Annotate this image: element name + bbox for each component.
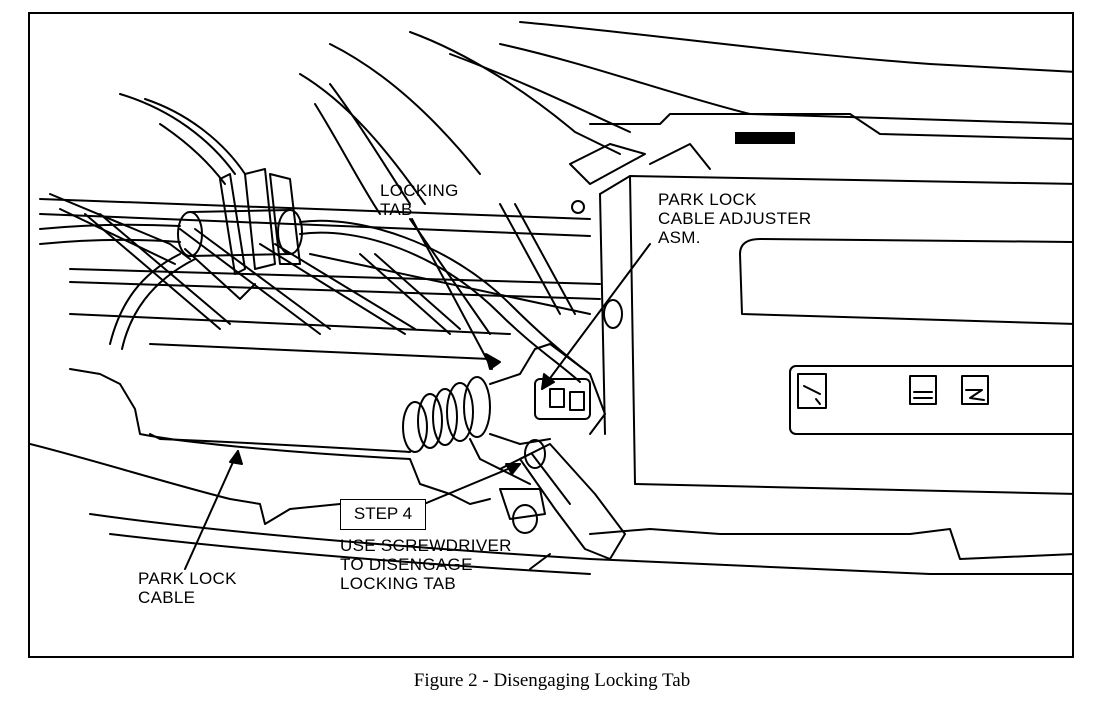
cable-clip: [177, 168, 303, 300]
instruction-label: USE SCREWDRIVER TO DISENGAGE LOCKING TAB: [340, 536, 512, 593]
figure-caption: Figure 2 - Disengaging Locking Tab: [413, 670, 691, 691]
instruction-line3: LOCKING TAB: [340, 574, 457, 593]
locking-tab-label: LOCKING TAB: [380, 181, 459, 219]
park-lock-cable-illustration: [30, 21, 1072, 575]
instruction-line1: USE SCREWDRIVER: [340, 536, 512, 555]
screwdriver: [499, 439, 626, 560]
instruction-line2: TO DISENGAGE: [340, 555, 473, 574]
adjuster-label-line3: ASM.: [658, 228, 701, 247]
dashboard-panel-curves: [119, 21, 1072, 215]
park-lock-cable-label-line2: CABLE: [138, 588, 196, 607]
locking-tab-label-line1: LOCKING: [380, 181, 459, 200]
cluster-housing: [599, 175, 1072, 495]
park-lock-cable-label: PARK LOCK CABLE: [138, 569, 237, 607]
adjuster-assembly: [402, 343, 606, 534]
lower-body-panel: [30, 368, 1072, 575]
adjuster-label-line2: CABLE ADJUSTER: [658, 209, 812, 228]
step-4-box: STEP 4: [340, 499, 426, 530]
diagram-frame: LOCKING TAB PARK LOCK CABLE ADJUSTER ASM…: [28, 12, 1074, 658]
upper-housing: [569, 113, 1072, 214]
park-lock-cable-label-line1: PARK LOCK: [138, 569, 237, 588]
adjuster-label-line1: PARK LOCK: [658, 190, 757, 209]
park-lock-cable-adjuster-label: PARK LOCK CABLE ADJUSTER ASM.: [658, 190, 811, 247]
locking-tab-label-line2: TAB: [380, 200, 413, 219]
leader-lines: [184, 218, 651, 570]
